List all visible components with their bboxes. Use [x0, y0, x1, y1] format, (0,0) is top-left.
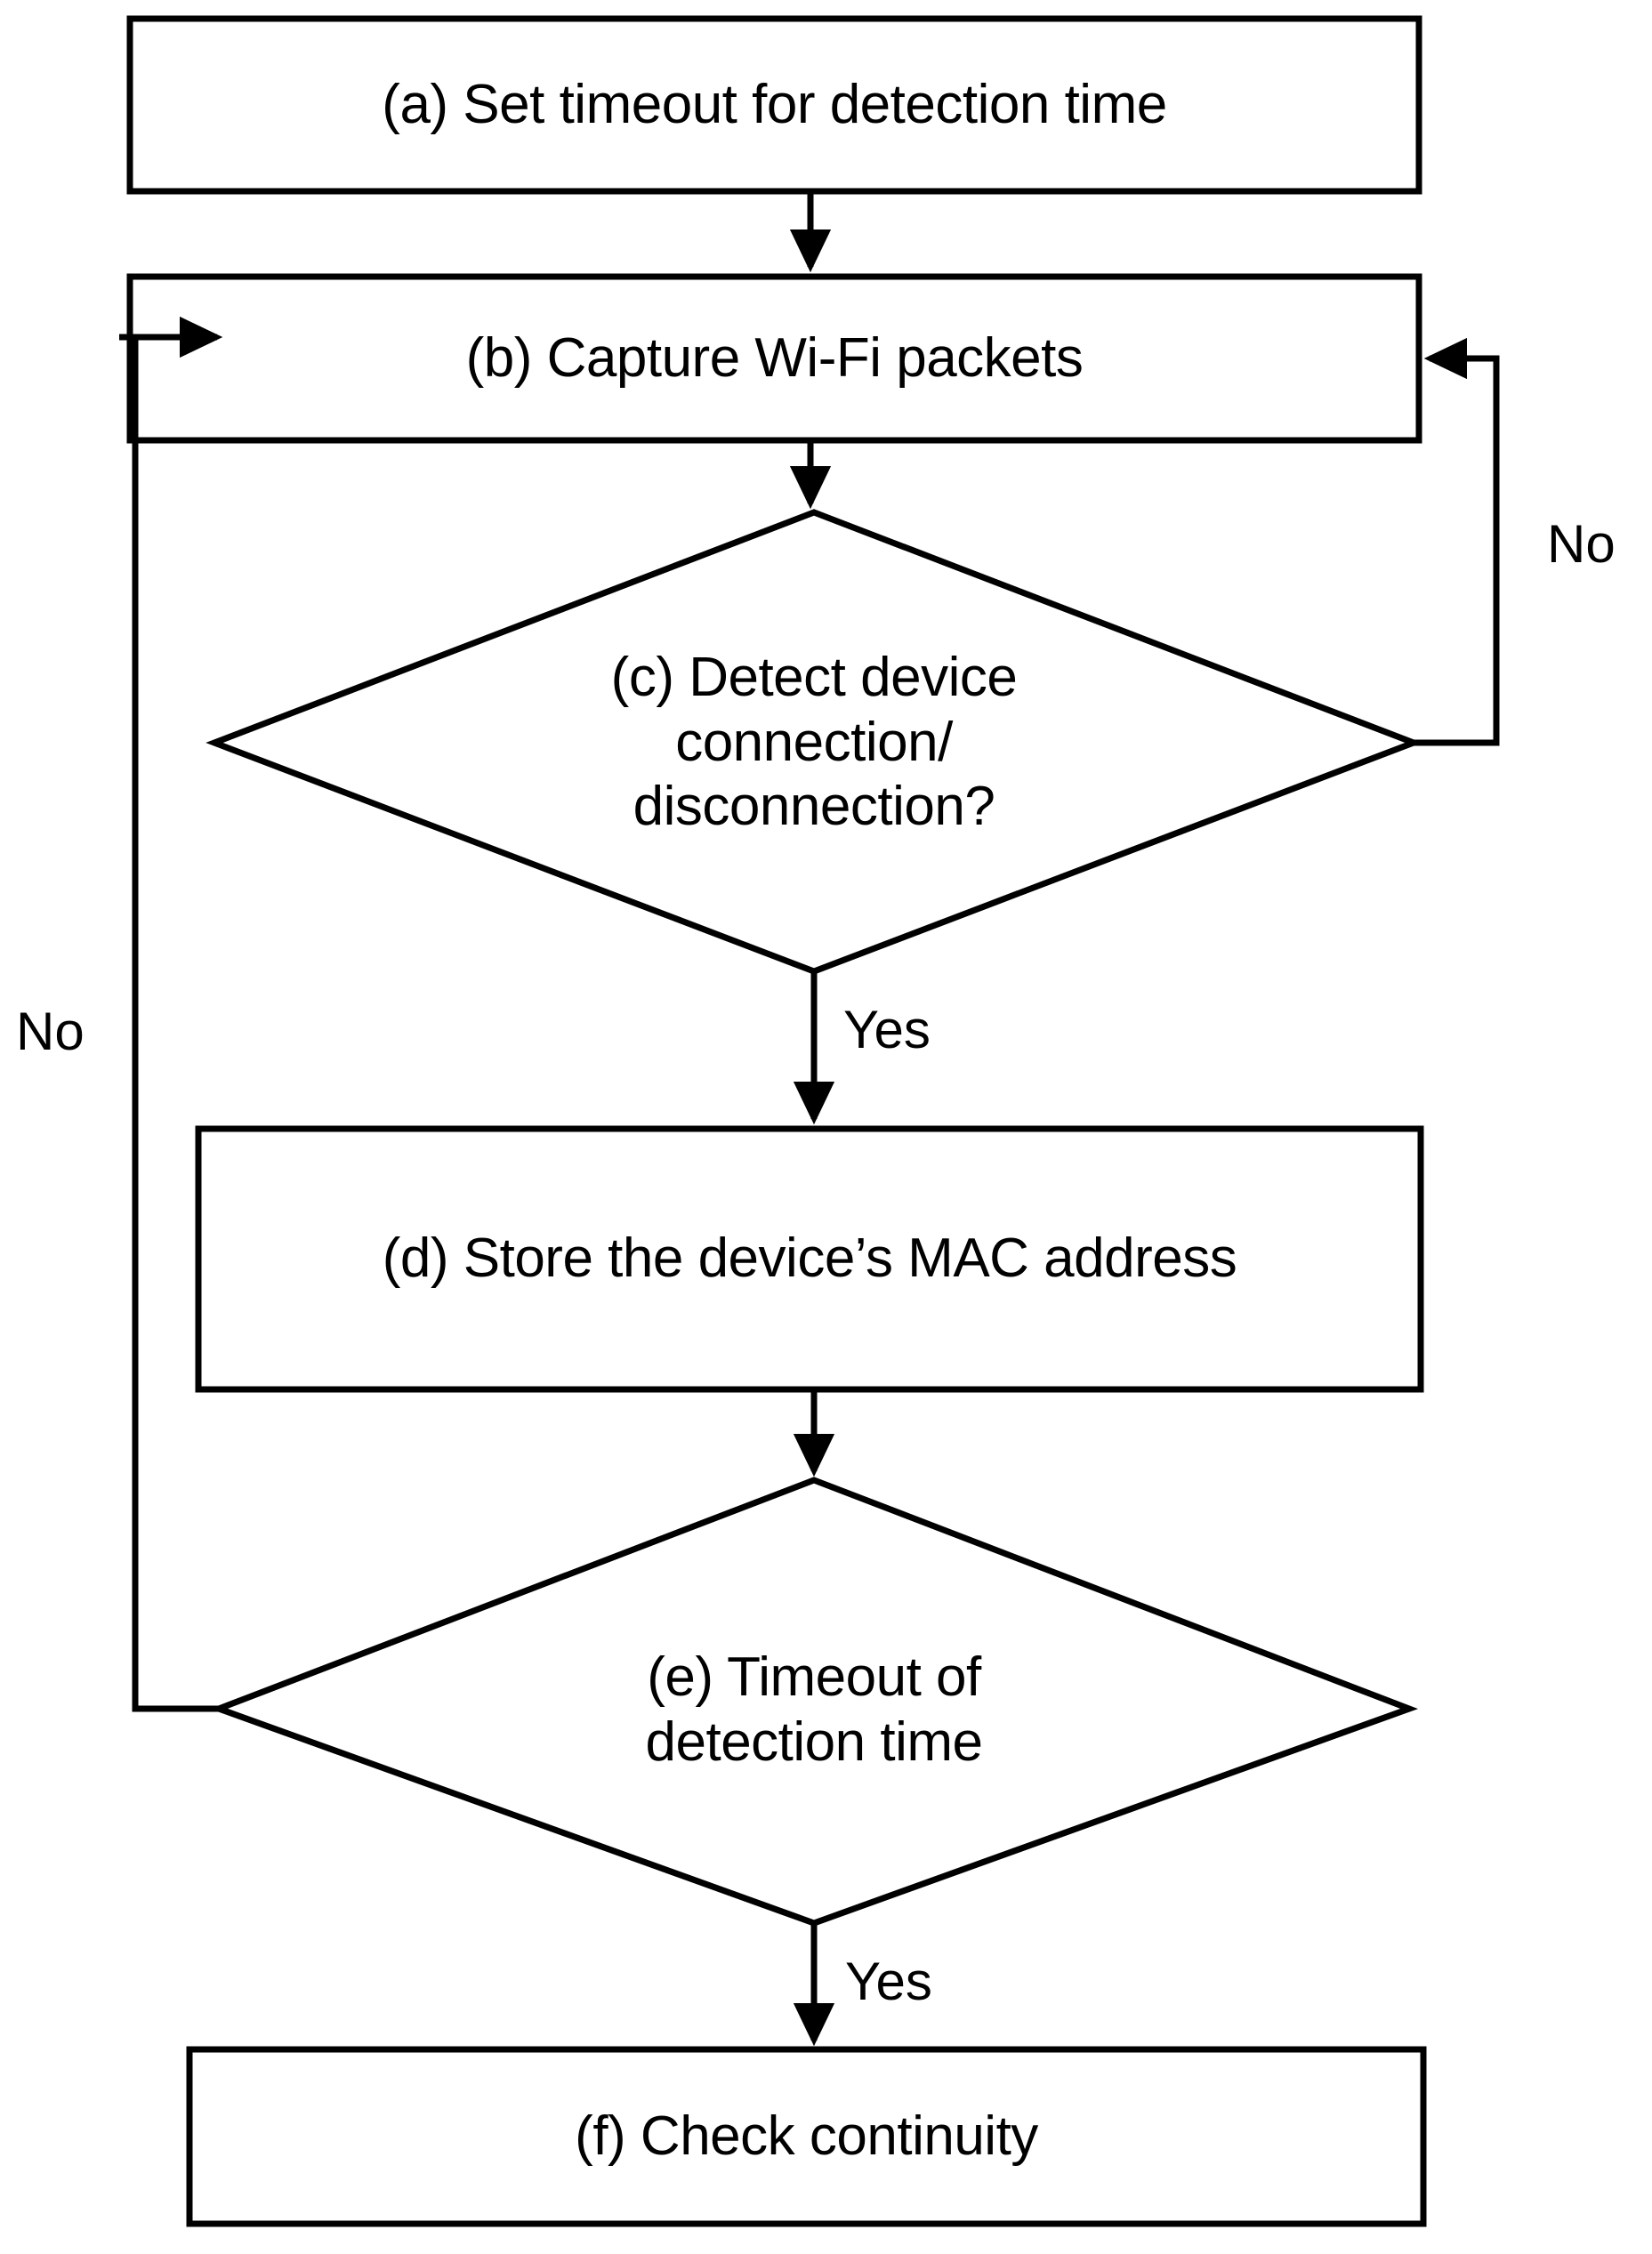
edge-label-e-no: No [16, 1002, 85, 1061]
node-a-shape [126, 15, 1422, 195]
node-c[interactable] [214, 512, 1414, 971]
edge-c-to-b-no [1414, 337, 1500, 746]
edge-label-e-yes: Yes [845, 1952, 932, 2011]
edge-label-c-no: No [1547, 514, 1616, 574]
node-b-shape [126, 273, 1422, 444]
node-a[interactable] [130, 19, 1419, 191]
node-f[interactable] [189, 2049, 1423, 2224]
node-f-shape [186, 2046, 1427, 2227]
node-d[interactable] [198, 1129, 1421, 1389]
node-d-shape [195, 1125, 1424, 1393]
node-b[interactable] [130, 277, 1419, 440]
node-e[interactable] [219, 1480, 1409, 1923]
edge-e-to-b-no [119, 334, 219, 1712]
edge-label-c-yes: Yes [843, 1000, 931, 1059]
